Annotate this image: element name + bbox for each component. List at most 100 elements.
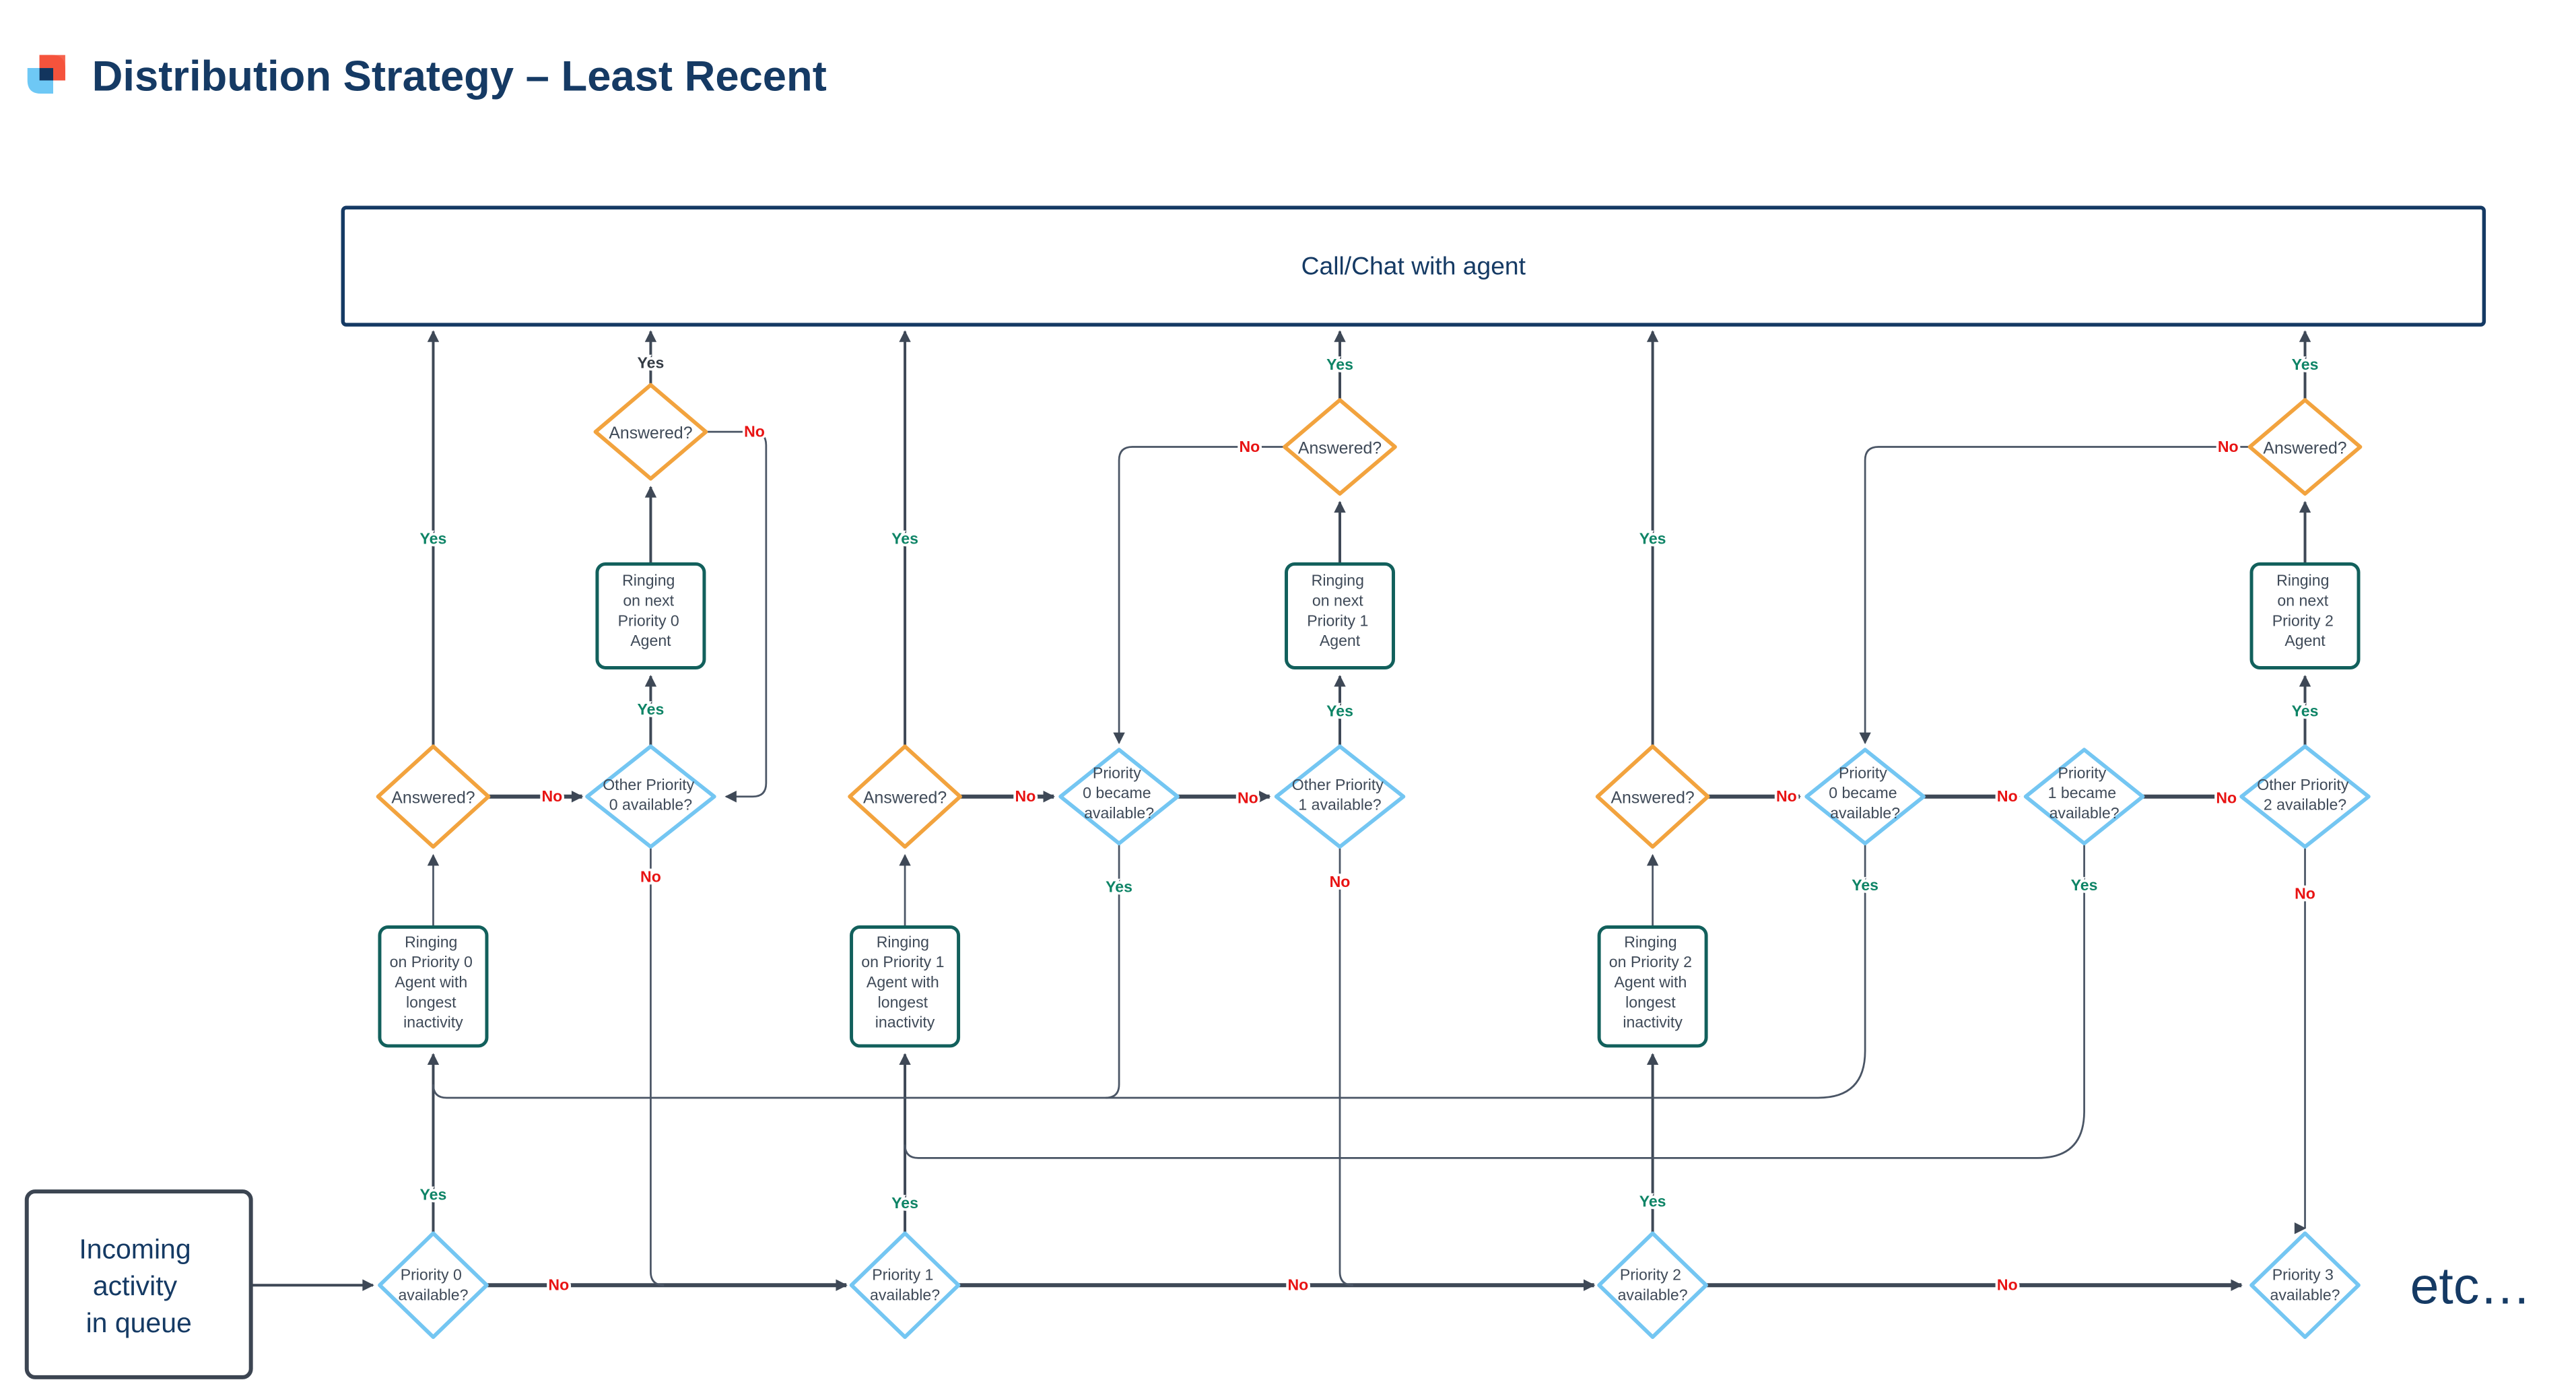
label-yes-became1c2-down: Yes bbox=[2071, 876, 2098, 894]
edge-became0c2-yes-to-longest0-line bbox=[1106, 843, 1866, 1099]
became0c1-l1: 0 became bbox=[1083, 784, 1151, 801]
decision-answered-mid-col0: Answered? bbox=[376, 744, 491, 849]
etc-text: etc… bbox=[2410, 1257, 2532, 1315]
became0c1-l0: Priority bbox=[1093, 764, 1141, 781]
incoming-l0: Incoming bbox=[79, 1233, 191, 1264]
p0-diamond bbox=[378, 1231, 489, 1340]
label-no-other1-down: No bbox=[1330, 873, 1351, 890]
answered-top0-label: Answered? bbox=[609, 424, 692, 442]
became1c2-l0: Priority bbox=[2058, 764, 2106, 781]
label-no-became0c1: No bbox=[1238, 789, 1258, 807]
node-ringing-longest-priority0: Ringing on Priority 0 Agent with longest… bbox=[378, 925, 489, 1048]
node-ringing-next-priority0: Ringing on next Priority 0 Agent bbox=[595, 562, 706, 669]
ringing-longest0-l3: longest bbox=[406, 993, 456, 1011]
label-no-answered-top1: No bbox=[1239, 438, 1260, 455]
label-no-other0-down: No bbox=[640, 867, 661, 885]
ringing-longest2-box bbox=[1597, 925, 1708, 1048]
p3-label: Priority 3 available? bbox=[2270, 1266, 2340, 1304]
ringing-next0-box bbox=[595, 562, 706, 669]
label-no-p1: No bbox=[1288, 1276, 1309, 1294]
ringing-longest1-l0: Ringing bbox=[877, 933, 929, 950]
became0c1-diamond bbox=[1058, 748, 1180, 846]
ringing-next0-l3: Agent bbox=[630, 632, 671, 649]
ringing-longest1-l3: longest bbox=[878, 993, 928, 1011]
became1c2-l2: available? bbox=[2049, 804, 2120, 822]
other1-label: Other Priority 1 available? bbox=[1292, 776, 1388, 814]
other0-l1: 0 available? bbox=[609, 796, 692, 814]
decision-answered-mid-col1: Answered? bbox=[848, 744, 962, 849]
became0c1-l2: available? bbox=[1084, 804, 1154, 822]
p1-l0: Priority 1 bbox=[872, 1266, 933, 1284]
label-yes-became0c1-down: Yes bbox=[1106, 878, 1132, 895]
label-yes-other0-up: Yes bbox=[638, 700, 665, 718]
ringing-next0-l2: Priority 0 bbox=[618, 612, 679, 629]
p3-l1: available? bbox=[2270, 1286, 2340, 1304]
other2-diamond bbox=[2239, 744, 2371, 849]
label-no-answered0: No bbox=[541, 787, 562, 805]
decision-priority3-available: Priority 3 available? bbox=[2249, 1231, 2361, 1340]
label-no-p2: No bbox=[1997, 1276, 2018, 1294]
label-yes-p2-up: Yes bbox=[1639, 1192, 1666, 1210]
ringing-longest1-box bbox=[850, 925, 961, 1048]
decision-priority1-became-available-col2: Priority 1 became available? bbox=[2023, 748, 2145, 846]
ringing-longest0-l1: on Priority 0 bbox=[390, 953, 473, 971]
became0c2-l1: 0 became bbox=[1829, 784, 1897, 801]
decision-answered-top-col0: Answered? bbox=[593, 383, 708, 481]
answered-mid0-diamond bbox=[376, 744, 491, 849]
node-ringing-next-priority1: Ringing on next Priority 1 Agent bbox=[1285, 562, 1396, 669]
ringing-longest0-text: Ringing on Priority 0 Agent with longest… bbox=[390, 933, 477, 1030]
label-no-answered-top0: No bbox=[744, 423, 765, 440]
p0-l0: Priority 0 bbox=[401, 1266, 462, 1284]
other1-l0: Other Priority bbox=[1292, 776, 1384, 793]
ringing-next2-l3: Agent bbox=[2284, 632, 2326, 649]
label-yes-other2-up: Yes bbox=[2292, 702, 2319, 720]
became0c2-label: Priority 0 became available? bbox=[1829, 764, 1901, 822]
p2-l1: available? bbox=[1618, 1286, 1688, 1304]
p0-l1: available? bbox=[398, 1286, 468, 1304]
ringing-longest2-l0: Ringing bbox=[1624, 933, 1676, 950]
app-logo bbox=[27, 55, 65, 94]
ringing-longest2-l2: Agent with bbox=[1614, 973, 1687, 991]
edge-became1c2-yes-to-longest1-line bbox=[904, 843, 2085, 1159]
label-yes-answered-top2-up: Yes bbox=[2292, 356, 2319, 373]
label-yes-other1-up: Yes bbox=[1326, 702, 1353, 720]
p1-l1: available? bbox=[870, 1286, 940, 1304]
answered-top1-diamond bbox=[1283, 398, 1397, 496]
became1c2-label: Priority 1 became available? bbox=[2048, 764, 2121, 822]
label-yes-answered2-up: Yes bbox=[1639, 530, 1666, 548]
ringing-next2-l1: on next bbox=[2277, 592, 2328, 610]
p3-diamond bbox=[2249, 1231, 2361, 1340]
ringing-longest2-l1: on Priority 2 bbox=[1609, 953, 1692, 971]
ringing-longest1-l4: inactivity bbox=[875, 1014, 935, 1031]
label-yes-answered1-up: Yes bbox=[891, 530, 918, 548]
node-ringing-longest-priority2: Ringing on Priority 2 Agent with longest… bbox=[1597, 925, 1708, 1048]
decision-answered-mid-col2: Answered? bbox=[1595, 744, 1710, 849]
node-ringing-next-priority2: Ringing on next Priority 2 Agent bbox=[2249, 562, 2361, 669]
answered-top1-label: Answered? bbox=[1298, 439, 1382, 457]
decision-other-priority2-available: Other Priority 2 available? bbox=[2239, 744, 2371, 849]
decision-other-priority0-available: Other Priority 0 available? bbox=[585, 744, 716, 849]
incoming-l1: activity bbox=[93, 1270, 178, 1301]
node-incoming-activity-in-queue: Incoming activity in queue bbox=[24, 1189, 253, 1379]
p0-label: Priority 0 available? bbox=[398, 1266, 468, 1304]
ringing-next0-l1: on next bbox=[623, 592, 674, 610]
became1c2-diamond bbox=[2023, 748, 2145, 846]
became0c2-l0: Priority bbox=[1839, 764, 1887, 781]
ringing-longest0-l2: Agent with bbox=[395, 973, 467, 991]
logo-navy-overlap bbox=[39, 68, 54, 81]
ringing-next2-l2: Priority 2 bbox=[2272, 612, 2334, 629]
ringing-longest2-l3: longest bbox=[1625, 993, 1676, 1011]
edge-answered-top1-no-to-became0c1 bbox=[1113, 446, 1285, 744]
label-no-p0: No bbox=[548, 1276, 569, 1294]
became0c2-l2: available? bbox=[1830, 804, 1900, 822]
edge-other0-no-down-merge bbox=[650, 847, 665, 1286]
other0-label: Other Priority 0 available? bbox=[603, 776, 698, 814]
answered-mid1-label: Answered? bbox=[863, 789, 947, 808]
other1-diamond bbox=[1274, 744, 1406, 849]
answered-mid2-diamond bbox=[1595, 744, 1710, 849]
other0-diamond bbox=[585, 744, 716, 849]
ringing-next1-l0: Ringing bbox=[1312, 572, 1364, 589]
ringing-longest0-box bbox=[378, 925, 489, 1048]
answered-top2-label: Answered? bbox=[2263, 439, 2346, 457]
